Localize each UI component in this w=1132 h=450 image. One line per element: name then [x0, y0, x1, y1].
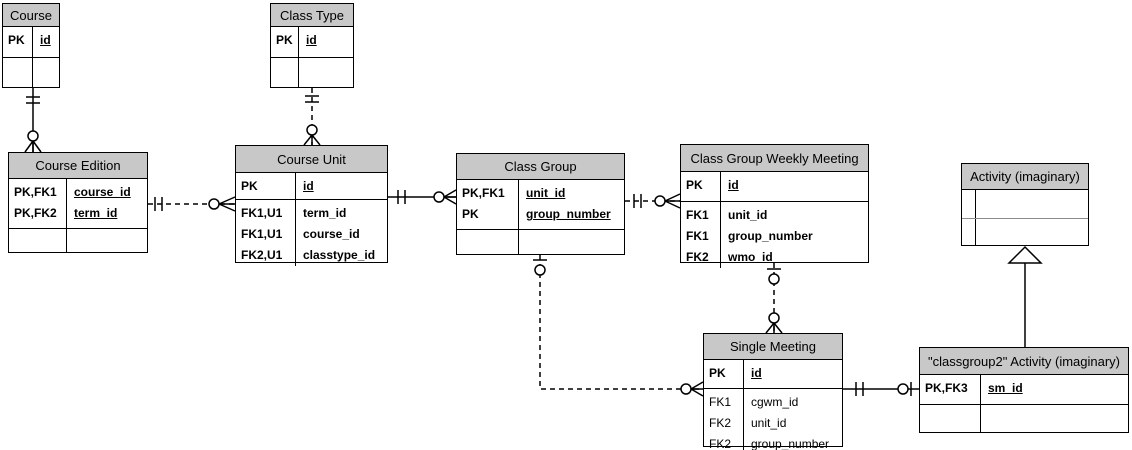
key-label: FK1 [686, 229, 709, 243]
table-course-unit: Course Unit PK id FK1,U1 FK1,U1 FK2,U1 t… [235, 145, 388, 266]
field-name: group_number [728, 229, 813, 243]
table-class-group-weekly-meeting: Class Group Weekly Meeting PK id FK1 FK1… [680, 144, 869, 268]
table-activity-empty-row [962, 190, 1088, 219]
key-label: PK,FK2 [14, 206, 57, 220]
field-name: unit_id [728, 208, 768, 222]
key-label: FK1,U1 [241, 206, 283, 220]
field-name: term_id [74, 206, 118, 220]
table-course-edition-empty-row [9, 229, 147, 252]
table-single-meeting-title: Single Meeting [704, 334, 842, 360]
field-name: id [303, 179, 314, 193]
key-label: FK1,U1 [241, 227, 283, 241]
table-classgroup2-pk-row: PK,FK3 sm_id [920, 375, 1128, 405]
key-label: PK [681, 172, 721, 201]
field-name: id [306, 33, 317, 47]
table-course: Course PK id [2, 3, 60, 88]
table-single-meeting-attr-rows: FK1 FK2 FK2 cgwm_id unit_id group_number [704, 389, 842, 450]
rel-classgroup2-activity-inheritance [1007, 245, 1043, 347]
field-name: cgwm_id [751, 395, 799, 409]
key-label: FK2 [686, 250, 709, 264]
key-label: FK2,U1 [241, 248, 283, 262]
rel-cgwm-singlemeeting [765, 263, 783, 334]
table-course-unit-pk-row: PK id [236, 173, 387, 200]
table-class-type: Class Type PK id [270, 3, 354, 88]
table-course-edition: Course Edition PK,FK1 PK,FK2 course_id t… [8, 152, 148, 253]
field-name: group_number [751, 437, 830, 450]
key-label: PK [704, 360, 744, 388]
key-label: PK [462, 207, 479, 221]
field-name: wmo_id [728, 250, 773, 264]
field-name: group_number [526, 207, 611, 221]
rel-classgroup-singlemeeting [533, 255, 704, 397]
table-cgwm-pk-row: PK id [681, 172, 868, 202]
field-name: term_id [303, 206, 347, 220]
key-label: PK [271, 27, 299, 57]
table-classgroup2-empty-row [920, 405, 1128, 432]
rel-courseunit-classgroup [388, 189, 457, 205]
table-class-type-empty-row [271, 58, 353, 87]
table-class-group-pk-row: PK,FK1 PK unit_id group_number [457, 180, 624, 230]
rel-classtype-courseunit [303, 88, 321, 146]
table-course-pk-row: PK id [3, 27, 59, 58]
table-classgroup2-activity-imaginary: "classgroup2" Activity (imaginary) PK,FK… [919, 347, 1129, 433]
field-name: id [728, 178, 739, 192]
table-class-group-title: Class Group [457, 154, 624, 180]
field-name: id [751, 366, 762, 380]
table-cgwm-title: Class Group Weekly Meeting [681, 145, 868, 172]
table-course-unit-title: Course Unit [236, 146, 387, 173]
table-class-type-pk-row: PK id [271, 27, 353, 58]
field-name: unit_id [526, 186, 566, 200]
field-name: id [40, 33, 51, 47]
key-label: PK [236, 173, 296, 199]
table-activity-imaginary: Activity (imaginary) [961, 163, 1089, 246]
table-classgroup2-title: "classgroup2" Activity (imaginary) [920, 348, 1128, 375]
rel-course-course-edition [24, 88, 42, 153]
key-label: PK,FK3 [920, 375, 981, 404]
table-class-type-title: Class Type [271, 4, 353, 27]
table-course-edition-title: Course Edition [9, 153, 147, 179]
table-course-edition-pk-row: PK,FK1 PK,FK2 course_id term_id [9, 179, 147, 229]
table-class-group-empty-row [457, 230, 624, 254]
table-cgwm-attr-rows: FK1 FK1 FK2 unit_id group_number wmo_id [681, 202, 868, 268]
rel-classgroup-cgwm [625, 193, 681, 209]
table-activity-title: Activity (imaginary) [962, 164, 1088, 190]
rel-courseedition-courseunit [148, 196, 236, 212]
table-single-meeting-pk-row: PK id [704, 360, 842, 389]
key-label: FK1 [686, 208, 709, 222]
key-label: FK1 [709, 395, 732, 409]
key-label: FK2 [709, 437, 732, 450]
key-label: PK,FK1 [462, 186, 505, 200]
field-name: sm_id [988, 381, 1023, 395]
key-label: FK2 [709, 416, 732, 430]
table-activity-empty-row [962, 219, 1088, 245]
field-name: classtype_id [303, 248, 376, 262]
field-name: unit_id [751, 416, 787, 430]
table-course-title: Course [3, 4, 59, 27]
field-name: course_id [303, 227, 360, 241]
rel-singlemeeting-classgroup2 [843, 382, 919, 396]
table-single-meeting: Single Meeting PK id FK1 FK2 FK2 cgwm_id… [703, 333, 843, 450]
table-class-group: Class Group PK,FK1 PK unit_id group_numb… [456, 153, 625, 255]
field-name: course_id [74, 185, 131, 199]
table-course-empty-row [3, 58, 59, 87]
key-label: PK,FK1 [14, 185, 57, 199]
key-label: PK [3, 27, 33, 57]
table-course-unit-attr-rows: FK1,U1 FK1,U1 FK2,U1 term_id course_id c… [236, 200, 387, 266]
